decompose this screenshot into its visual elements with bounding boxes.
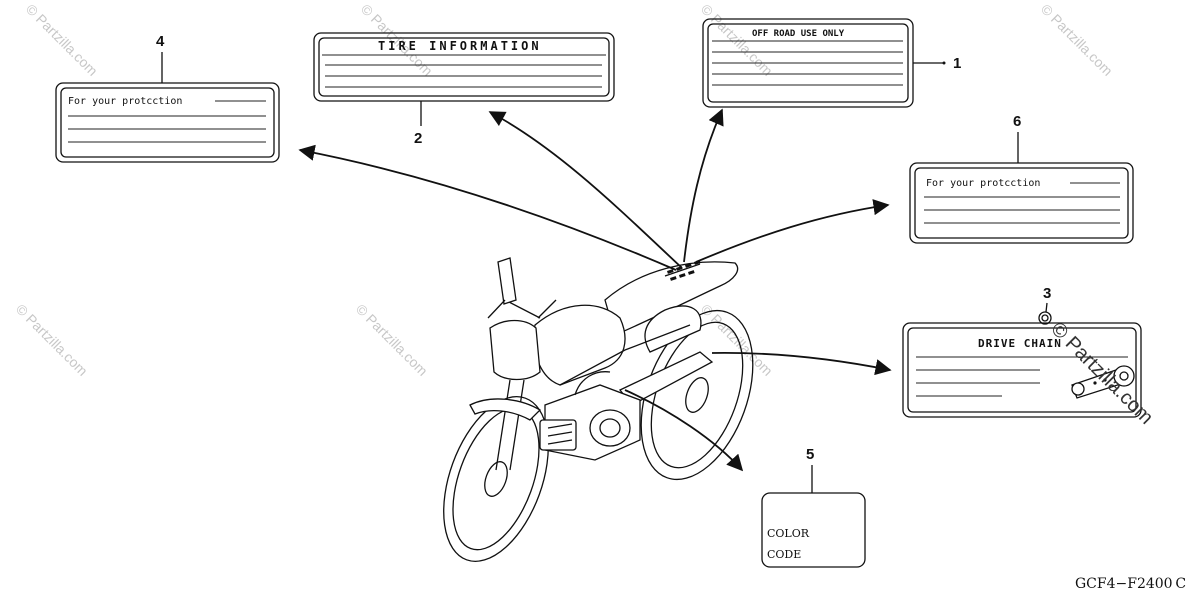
- motorcycle-illustration: [443, 257, 754, 562]
- leader-arrows: [298, 108, 892, 472]
- watermark: © Partzilla.com: [353, 301, 431, 379]
- label-3[interactable]: 3 DRIVE CHAIN © Partzilla.com: [902, 285, 1157, 429]
- label-5-line1: COLOR: [767, 527, 810, 540]
- callout-number-1: 1: [953, 55, 961, 72]
- watermark: © Partzilla.com: [23, 1, 101, 79]
- watermark: © Partzilla.com: [698, 301, 776, 379]
- callout-number-6: 6: [1013, 113, 1021, 130]
- callout-number-4: 4: [156, 33, 165, 50]
- watermark: © Partzilla.com: [1038, 1, 1116, 79]
- label-2[interactable]: TIRE INFORMATION 2: [313, 32, 615, 147]
- chain-adjuster-pictogram: [1071, 365, 1135, 399]
- label-2-title: TIRE INFORMATION: [378, 39, 542, 53]
- callout-number-3: 3: [1043, 285, 1051, 302]
- watermark: © Partzilla.com: [13, 301, 91, 379]
- label-1[interactable]: OFF ROAD USE ONLY 1: [702, 18, 961, 108]
- label-5[interactable]: 5 COLOR CODE: [761, 446, 866, 568]
- callout-number-2: 2: [414, 130, 422, 147]
- label-4[interactable]: 4 For your protcction: [55, 33, 280, 163]
- label-4-text: For your protcction: [68, 96, 182, 107]
- callout-number-5: 5: [806, 446, 814, 463]
- label-1-text: OFF ROAD USE ONLY: [752, 29, 845, 39]
- watermark: © Partzilla.com: [698, 1, 776, 79]
- diagram-code: GCF4−F2400 C: [1075, 576, 1186, 592]
- label-5-line2: CODE: [767, 548, 801, 561]
- label-3-text: DRIVE CHAIN: [978, 337, 1062, 350]
- label-6-text: For your protcction: [926, 178, 1040, 189]
- label-6[interactable]: 6 For your protcction: [909, 113, 1134, 244]
